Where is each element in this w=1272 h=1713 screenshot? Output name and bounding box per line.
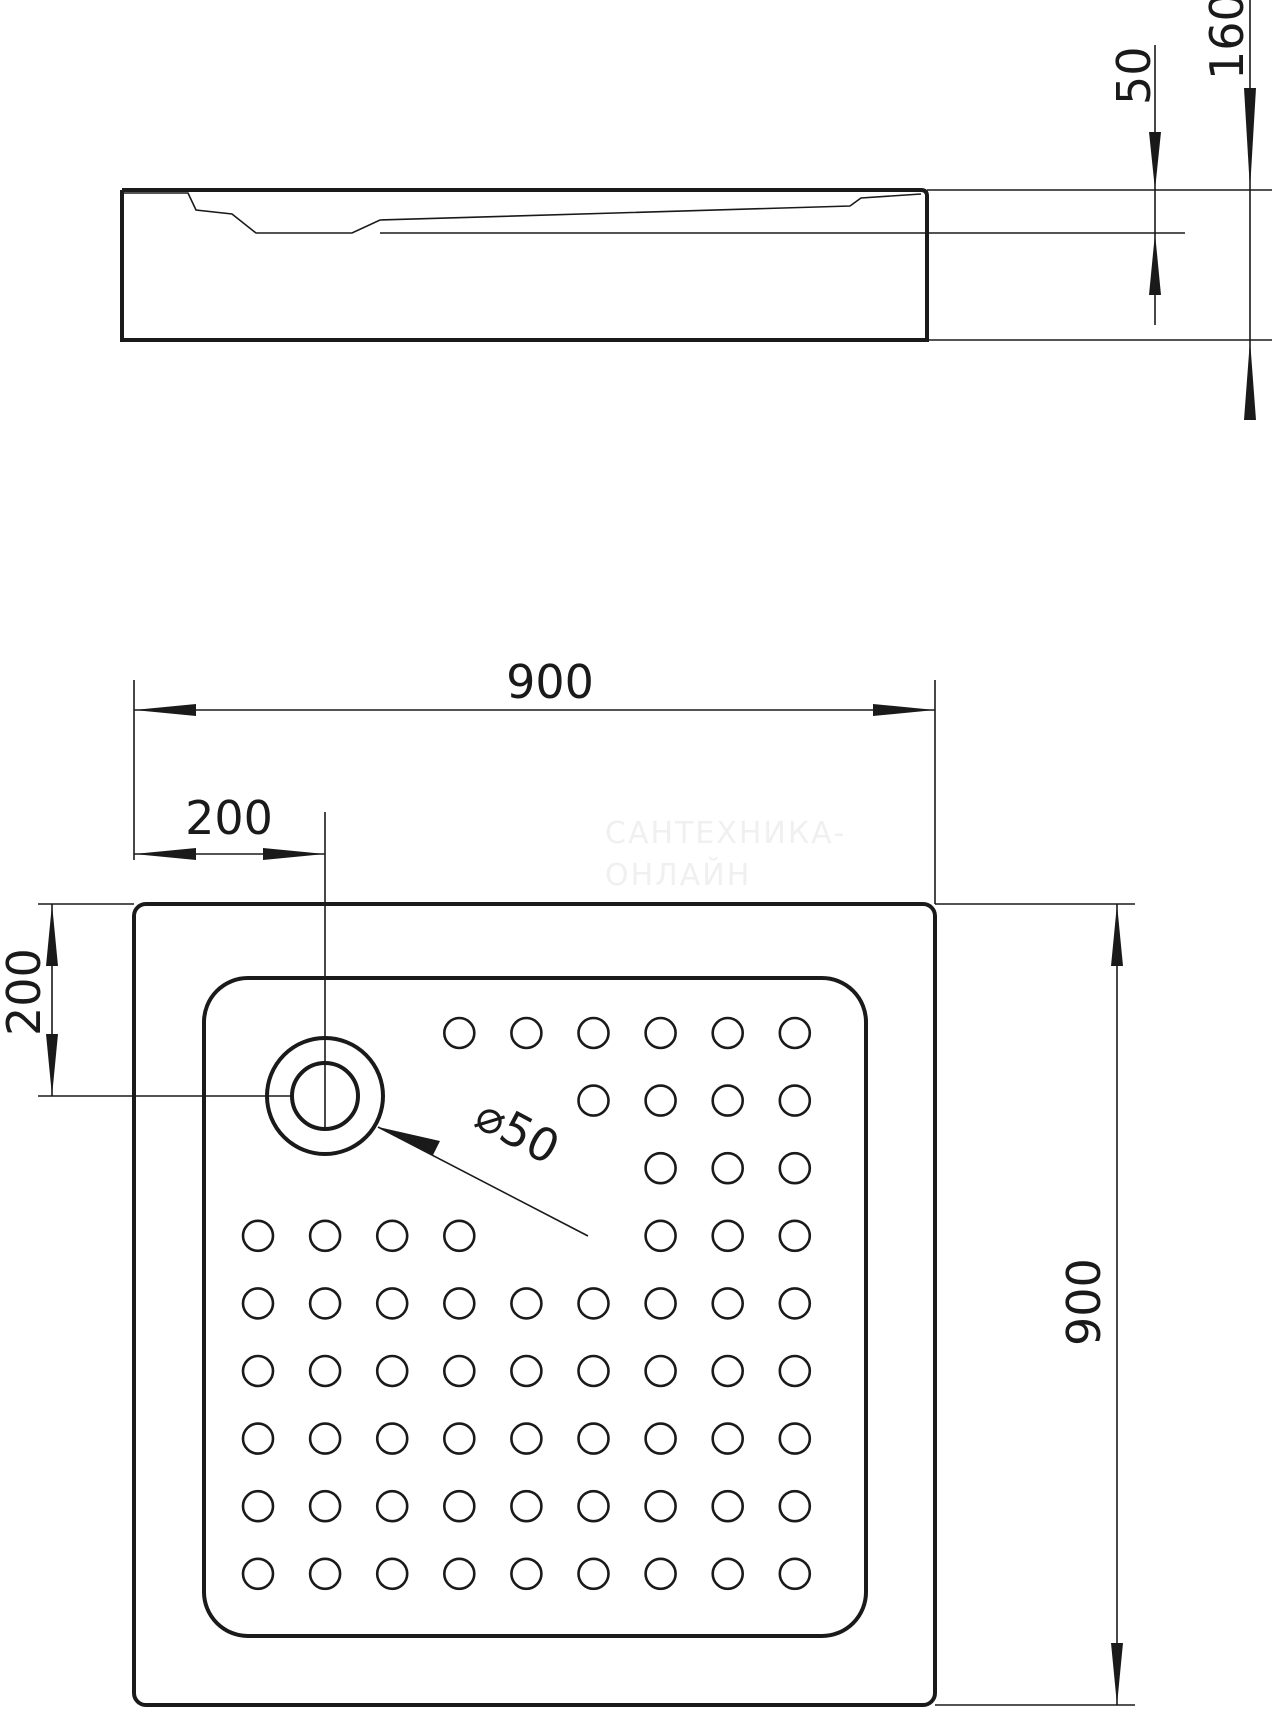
dimension-depth-900: 900 [1057, 904, 1123, 1705]
anti-slip-dot [778, 1016, 812, 1050]
anti-slip-dot [644, 1016, 677, 1050]
anti-slip-dot [778, 1422, 812, 1455]
anti-slip-dot [375, 1422, 409, 1455]
anti-slip-dot [577, 1489, 610, 1523]
anti-slip-dot [644, 1084, 677, 1117]
anti-slip-dot [778, 1219, 812, 1253]
anti-slip-dot [778, 1287, 812, 1320]
anti-slip-dot [711, 1016, 745, 1050]
anti-slip-dot [308, 1422, 342, 1455]
anti-slip-dot [510, 1354, 543, 1388]
watermark-line-1: САНТЕХНИКА- [605, 816, 847, 851]
anti-slip-dot [577, 1016, 610, 1050]
anti-slip-dot [241, 1422, 275, 1455]
anti-slip-dot [644, 1219, 677, 1253]
anti-slip-dot [442, 1354, 476, 1388]
tray-outer-outline [132, 902, 937, 1707]
anti-slip-dot [442, 1422, 476, 1455]
top-view: 900 200 200 900 ⌀50 [0, 655, 1135, 1707]
anti-slip-dot [778, 1084, 812, 1117]
anti-slip-dot [577, 1084, 610, 1117]
dimension-drain-x-200-label: 200 [185, 791, 273, 845]
anti-slip-dot [442, 1557, 476, 1591]
anti-slip-dot [577, 1287, 610, 1320]
anti-slip-dot [241, 1489, 275, 1523]
anti-slip-dot [375, 1219, 409, 1253]
tray-side-outline [120, 188, 929, 342]
anti-slip-dot [375, 1287, 409, 1320]
anti-slip-dot [577, 1422, 610, 1455]
anti-slip-dot [644, 1422, 677, 1455]
anti-slip-dot [778, 1354, 812, 1388]
anti-slip-dot [442, 1287, 476, 1320]
anti-slip-dot [711, 1151, 745, 1185]
anti-slip-dot [510, 1557, 543, 1591]
anti-slip-dot [644, 1287, 677, 1320]
dimension-depth-50-label: 50 [1107, 46, 1161, 105]
tray-inner-basin [202, 976, 868, 1638]
anti-slip-dot [241, 1219, 275, 1253]
dimension-depth-900-label: 900 [1057, 1258, 1111, 1346]
dimension-drain-x-200: 200 [134, 791, 325, 860]
anti-slip-dots [241, 1016, 812, 1591]
side-view: 50 160 [120, 0, 1272, 420]
anti-slip-dot [308, 1219, 342, 1253]
anti-slip-dot [778, 1489, 812, 1523]
anti-slip-dot [442, 1219, 476, 1253]
anti-slip-dot [241, 1287, 275, 1320]
anti-slip-dot [778, 1557, 812, 1591]
anti-slip-dot [308, 1557, 342, 1591]
anti-slip-dot [510, 1422, 543, 1455]
anti-slip-dot [510, 1489, 543, 1523]
anti-slip-dot [442, 1016, 476, 1050]
dimension-drain-y-200-label: 200 [0, 948, 51, 1036]
anti-slip-dot [711, 1354, 745, 1388]
anti-slip-dot [711, 1084, 745, 1117]
anti-slip-dot [241, 1557, 275, 1591]
anti-slip-dot [711, 1287, 745, 1320]
anti-slip-dot [644, 1557, 677, 1591]
tray-side-basin-profile [122, 192, 922, 234]
anti-slip-dot [375, 1489, 409, 1523]
anti-slip-dot [644, 1354, 677, 1388]
anti-slip-dot [510, 1287, 543, 1320]
anti-slip-dot [711, 1422, 745, 1455]
dimension-height-160-label: 160 [1200, 0, 1254, 80]
dimension-drain-diameter: ⌀50 [377, 1087, 589, 1237]
anti-slip-dot [644, 1151, 677, 1185]
anti-slip-dot [577, 1557, 610, 1591]
anti-slip-dot [308, 1354, 342, 1388]
anti-slip-dot [711, 1489, 745, 1523]
dimension-drain-y-200: 200 [0, 904, 58, 1096]
anti-slip-dot [778, 1151, 812, 1185]
anti-slip-dot [711, 1219, 745, 1253]
anti-slip-dot [308, 1489, 342, 1523]
anti-slip-dot [375, 1557, 409, 1591]
dimension-width-900: 900 [134, 655, 935, 716]
anti-slip-dot [577, 1354, 610, 1388]
anti-slip-dot [241, 1354, 275, 1388]
dimension-height-160: 160 [1200, 0, 1256, 420]
watermark: САНТЕХНИКА- ОНЛАЙН [605, 816, 847, 893]
anti-slip-dot [442, 1489, 476, 1523]
watermark-line-2: ОНЛАЙН [605, 857, 751, 893]
anti-slip-dot [711, 1557, 745, 1591]
anti-slip-dot [308, 1287, 342, 1320]
anti-slip-dot [375, 1354, 409, 1388]
anti-slip-dot [644, 1489, 677, 1523]
dimension-drain-diameter-label: ⌀50 [467, 1087, 568, 1175]
dimension-depth-50: 50 [1107, 45, 1161, 325]
anti-slip-dot [510, 1016, 543, 1050]
dimension-width-900-label: 900 [506, 655, 594, 709]
